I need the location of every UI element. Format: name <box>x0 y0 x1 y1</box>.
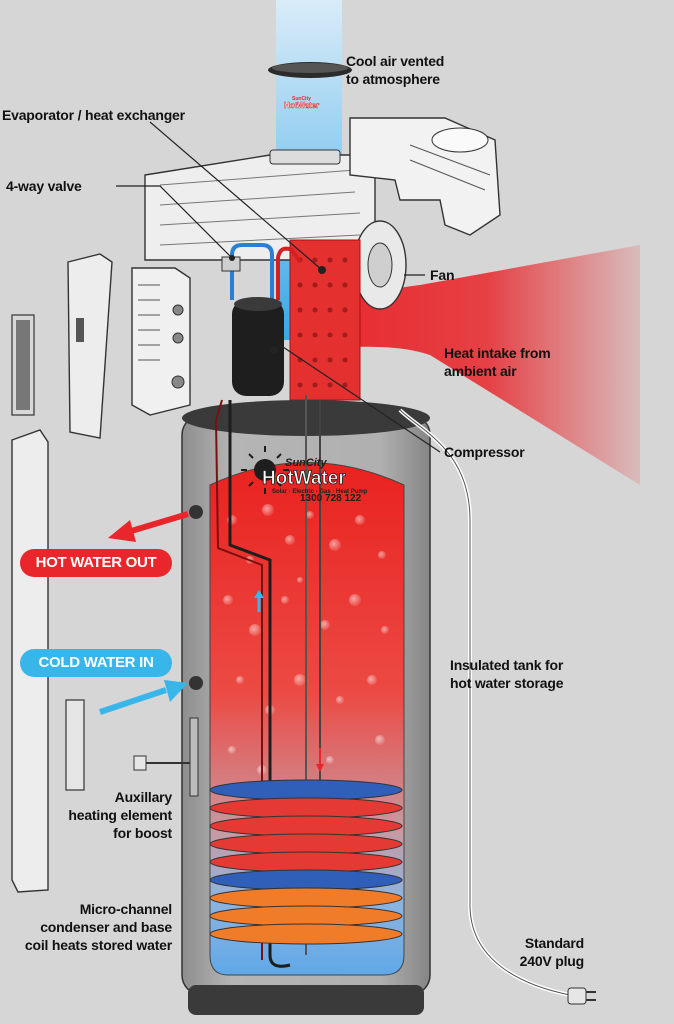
logo-brand-main: HotWater <box>262 468 346 489</box>
duct-logo: SunCity HotWater <box>284 96 320 110</box>
label-plug-line-2: 240V plug <box>519 953 585 969</box>
label-condenser-line-1: Micro-channel <box>79 901 173 917</box>
fan-shroud-opening <box>431 127 489 153</box>
label-fan: Fan <box>430 267 455 283</box>
leader-dot-evaporator <box>318 266 326 274</box>
panel-knob-2 <box>172 332 184 344</box>
panel-knob-3 <box>171 375 185 389</box>
label-evaporator: Evaporator / heat exchanger <box>2 107 185 123</box>
logo-phone: 1300 728 122 <box>300 493 362 504</box>
label-auxiliary-line-2: heating element <box>68 807 172 823</box>
suncity-logo: SunCity HotWater Solar · Electric · Gas … <box>241 446 368 504</box>
cold-water-in-badge: COLD WATER IN <box>20 649 172 677</box>
fan-shroud-lines <box>409 144 491 191</box>
leader-lines <box>116 121 441 453</box>
power-cord-outline <box>399 409 571 996</box>
label-heat-intake-line-1: Heat intake from <box>444 345 551 361</box>
cold-water-fitting <box>189 676 203 690</box>
label-insulated-tank-line-1: Insulated tank for <box>450 657 564 673</box>
leader-dot-valve <box>229 255 235 261</box>
label-cool-air: Cool air vented to atmosphere <box>346 52 444 88</box>
evaporator-coil <box>289 239 361 401</box>
label-insulated-tank: Insulated tank for hot water storage <box>450 656 563 692</box>
label-auxiliary: Auxillary heating element for boost <box>40 788 172 842</box>
tank-base <box>188 985 424 1015</box>
duct-logo-top: SunCity <box>292 96 311 102</box>
duct-logo-main: HotWater <box>284 101 319 110</box>
leader-compressor <box>279 344 441 453</box>
panel-knob-1 <box>172 304 184 316</box>
hot-water-fitting <box>189 505 203 519</box>
compressor-icon <box>232 300 284 396</box>
logo-tagline: Solar · Electric · Gas · Heat Pump <box>272 489 368 495</box>
housing-ribs <box>159 169 361 246</box>
aux-element-bracket <box>189 717 199 797</box>
side-bracket-lower <box>65 699 85 791</box>
side-bracket-inner <box>16 320 30 410</box>
hot-water-arrow-head <box>108 520 136 542</box>
refrigerant-pipe-red <box>276 246 302 300</box>
label-condenser-line-3: coil heats stored water <box>24 937 172 953</box>
condenser-coils-lower <box>209 869 403 945</box>
vent-cap-inner <box>272 63 348 73</box>
hot-water-arrow <box>127 511 189 535</box>
side-panel-upper <box>67 253 113 439</box>
label-heat-intake: Heat intake from ambient air <box>444 344 551 380</box>
side-panel-slot <box>76 318 84 342</box>
flow-arrow-down-head <box>316 764 324 772</box>
compressor-top <box>234 297 282 311</box>
evaporator-fins <box>297 257 348 388</box>
label-compressor: Compressor <box>444 444 525 460</box>
cold-water-arrow-head <box>164 680 188 702</box>
logo-brand-top: SunCity <box>285 457 327 469</box>
label-heat-intake-line-2: ambient air <box>444 363 517 379</box>
duct-collar <box>269 149 341 165</box>
label-condenser: Micro-channel condenser and base coil he… <box>4 900 172 954</box>
internal-pipe-black <box>228 400 291 968</box>
label-insulated-tank-line-2: hot water storage <box>450 675 564 691</box>
label-auxiliary-line-1: Auxillary <box>114 789 173 805</box>
plug-icon <box>567 987 596 1005</box>
leader-valve <box>116 185 233 259</box>
label-condenser-line-2: condenser and base <box>40 919 172 935</box>
panel-vents <box>138 284 160 361</box>
label-auxiliary-line-3: for boost <box>113 825 172 841</box>
label-plug: Standard 240V plug <box>500 934 585 970</box>
refrigerant-pipe-blue <box>230 243 274 300</box>
hot-water-out-badge: HOT WATER OUT <box>20 549 172 577</box>
label-cool-air-line-1: Cool air vented <box>346 53 445 69</box>
flow-arrow-up-head <box>254 590 264 598</box>
leader-dot-compressor <box>270 346 278 354</box>
aux-element-connector <box>133 755 147 771</box>
label-cool-air-line-2: to atmosphere <box>346 71 440 87</box>
cold-water-arrow <box>99 687 167 715</box>
internal-pipe-red <box>214 399 263 960</box>
leader-evaporator <box>149 121 323 271</box>
condenser-coils-upper <box>209 779 403 873</box>
label-valve: 4-way valve <box>6 178 82 194</box>
label-plug-line-1: Standard <box>524 935 584 951</box>
fan-hub <box>367 242 393 288</box>
